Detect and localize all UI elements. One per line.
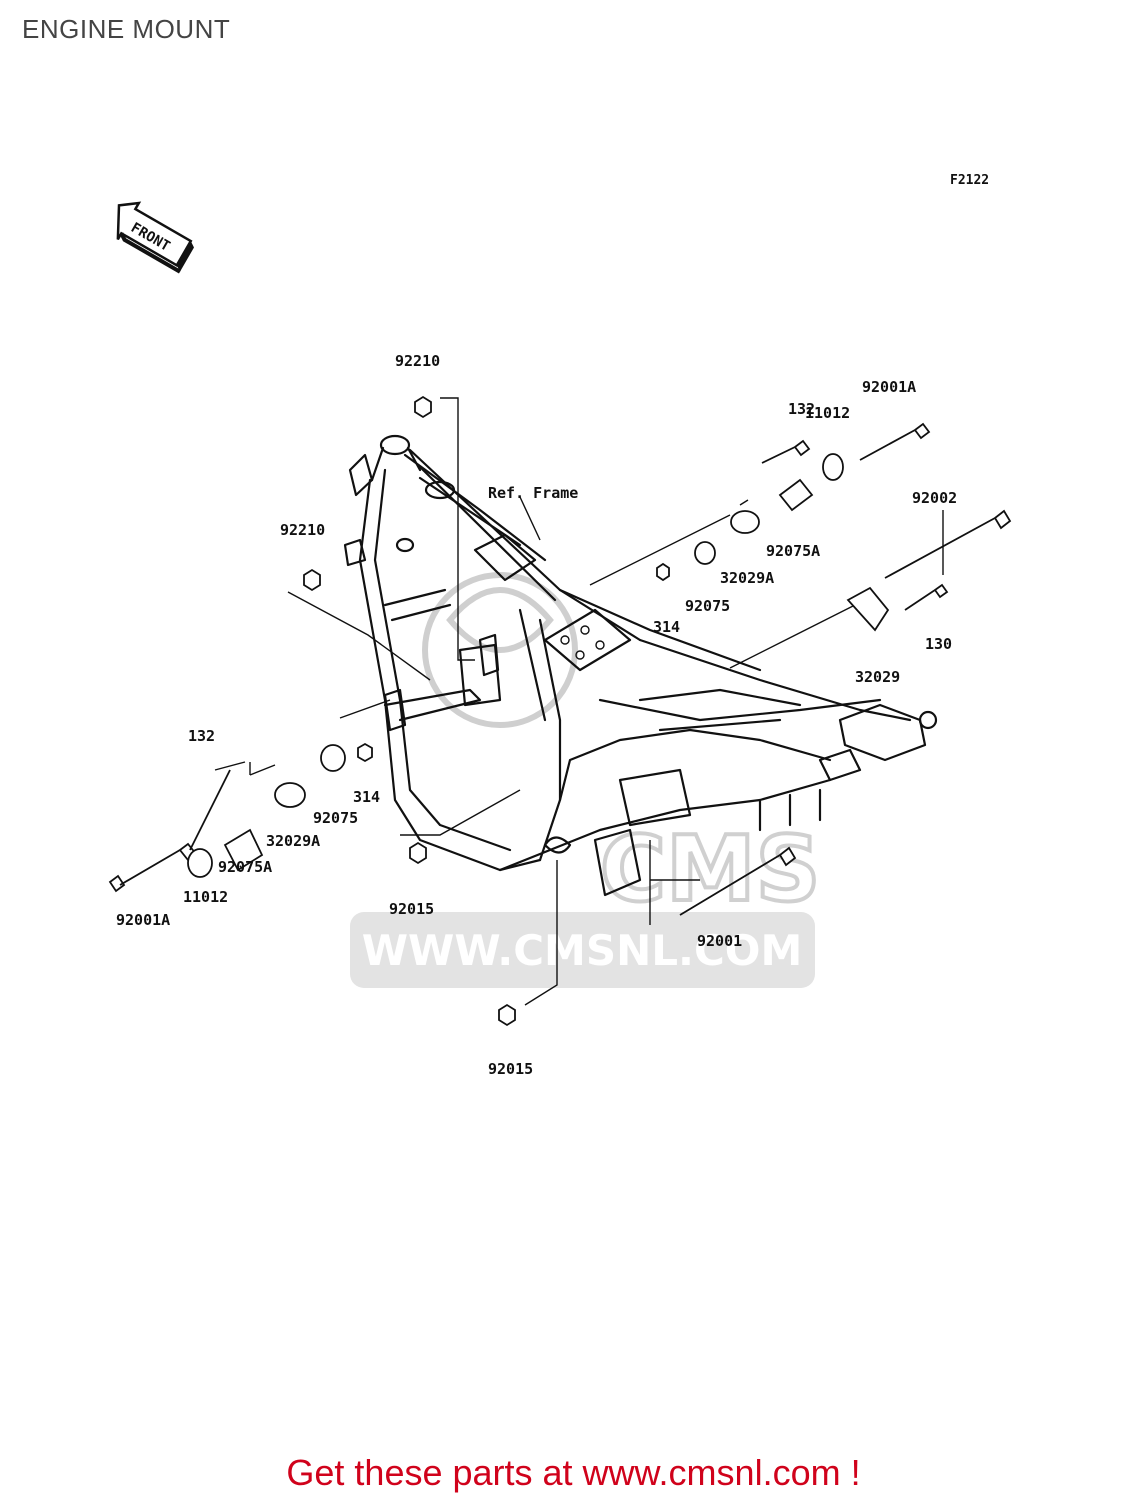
nut-314-right (656, 562, 670, 582)
bushing-92075-left (320, 744, 346, 772)
bracket-32029A-left (274, 782, 306, 808)
nut-92015-bottom (498, 1003, 516, 1027)
label-130: 130 (925, 635, 952, 653)
label-92075-left: 92075 (313, 809, 358, 827)
label-92075-right: 92075 (685, 597, 730, 615)
label-92001A-right: 92001A (862, 378, 916, 396)
plate-32029 (846, 586, 890, 632)
nut-92210-top (414, 395, 432, 419)
label-92210-top: 92210 (395, 352, 440, 370)
cta-link[interactable]: Get these parts at www.cmsnl.com ! (286, 1452, 861, 1493)
page-title: ENGINE MOUNT (22, 14, 231, 44)
bolt-92001A-right (859, 422, 931, 461)
collar-92075A-right (778, 478, 814, 512)
label-ref-frame: Ref. Frame (488, 484, 578, 502)
figure-code: F2122 (950, 173, 989, 188)
label-92015-mid: 92015 (389, 900, 434, 918)
frame-drawing (343, 434, 938, 897)
bolt-92002 (884, 509, 1012, 579)
leader-lines (214, 397, 944, 1006)
collar-92075A-left (223, 828, 264, 872)
nut-92015-mid (409, 841, 427, 865)
label-92210-left: 92210 (280, 521, 325, 539)
watermark: CMS WWW.CMSNL.COM (350, 572, 822, 988)
label-314-right: 314 (653, 618, 680, 636)
washer-11012-right (822, 453, 844, 481)
bracket-32029A-right (730, 510, 760, 534)
label-11012-right: 11012 (805, 404, 850, 422)
bushing-92075-right (694, 541, 716, 565)
label-92002: 92002 (912, 489, 957, 507)
label-92015-bottom: 92015 (488, 1060, 533, 1078)
label-132-left: 132 (188, 727, 215, 745)
bolt-92001A-left (108, 849, 181, 893)
mount-hardware (108, 395, 1012, 1027)
label-11012-left: 11012 (183, 888, 228, 906)
engine-mount-diagram: CMS WWW.CMSNL.COM F2122 FRONT (108, 173, 1012, 1078)
part-labels: Ref. Frame 92210 92210 132 11012 92001A … (116, 352, 957, 1078)
label-92001A-left: 92001A (116, 911, 170, 929)
watermark-logo: CMS (600, 817, 820, 922)
nut-92210-left (303, 568, 321, 592)
label-32029: 32029 (855, 668, 900, 686)
label-32029A-left: 32029A (266, 832, 320, 850)
front-arrow-icon: FRONT (116, 201, 194, 274)
label-92075A-right: 92075A (766, 542, 820, 560)
watermark-text: WWW.CMSNL.COM (362, 926, 803, 975)
bolt-92001 (679, 846, 797, 916)
nut-314-left (357, 742, 373, 763)
bolt-132-right (761, 439, 811, 464)
label-92075A-left: 92075A (218, 858, 272, 876)
washer-11012-left (187, 848, 213, 878)
label-32029A-right: 32029A (720, 569, 774, 587)
label-92001: 92001 (697, 932, 742, 950)
bolt-130 (904, 583, 949, 611)
label-132-right: 132 (788, 400, 815, 418)
label-314-left: 314 (353, 788, 380, 806)
bolt-132-left (178, 769, 231, 862)
